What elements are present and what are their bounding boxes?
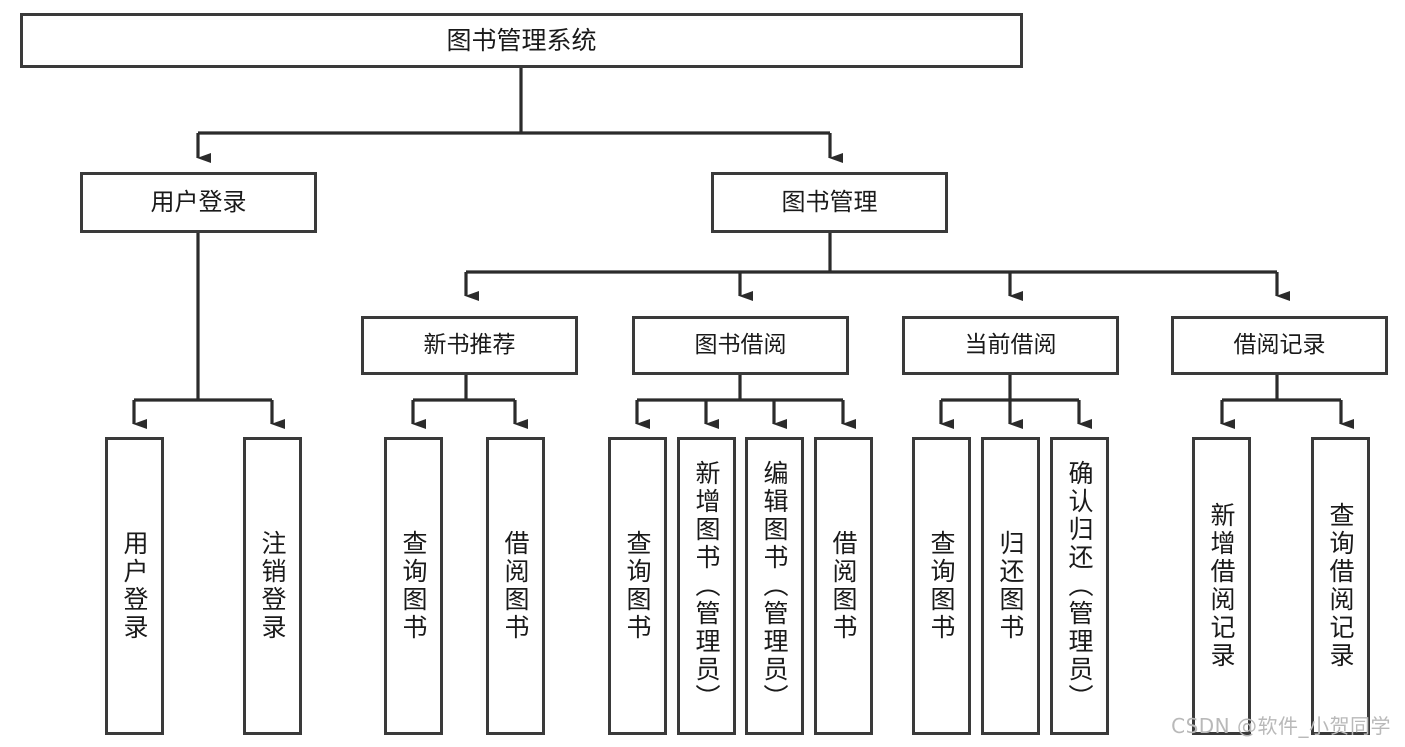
node-book-borrow[interactable]: 图书借阅 <box>632 316 849 375</box>
node-label: 查询图书 <box>399 530 428 642</box>
node-label: 借阅图书 <box>501 530 530 642</box>
node-root-system[interactable]: 图书管理系统 <box>20 13 1023 68</box>
node-current-borrow[interactable]: 当前借阅 <box>902 316 1119 375</box>
leaf-user-login[interactable]: 用户登录 <box>105 437 164 735</box>
node-label: 注销登录 <box>258 530 287 642</box>
node-label: 归还图书 <box>996 530 1025 642</box>
leaf-borrow-book[interactable]: 借阅图书 <box>814 437 873 735</box>
leaf-edit-book-admin[interactable]: 编辑图书（管理员） <box>745 437 804 735</box>
node-label: 编辑图书（管理员） <box>760 460 789 712</box>
node-label: 借阅记录 <box>1233 331 1326 358</box>
leaf-add-borrow-record[interactable]: 新增借阅记录 <box>1192 437 1251 735</box>
node-label: 借阅图书 <box>829 530 858 642</box>
node-user-login[interactable]: 用户登录 <box>80 172 317 233</box>
node-label: 当前借阅 <box>964 331 1057 358</box>
node-label: 用户登录 <box>150 188 247 217</box>
leaf-confirm-return-admin[interactable]: 确认归还（管理员） <box>1050 437 1109 735</box>
node-new-book-recommend[interactable]: 新书推荐 <box>361 316 578 375</box>
node-label: 查询图书 <box>927 530 956 642</box>
leaf-query-borrow-record[interactable]: 查询借阅记录 <box>1311 437 1370 735</box>
node-label: 查询借阅记录 <box>1326 502 1355 670</box>
leaf-query-book-current[interactable]: 查询图书 <box>912 437 971 735</box>
leaf-query-book-recommend[interactable]: 查询图书 <box>384 437 443 735</box>
node-label: 图书借阅 <box>694 331 787 358</box>
leaf-return-book[interactable]: 归还图书 <box>981 437 1040 735</box>
leaf-logout-login[interactable]: 注销登录 <box>243 437 302 735</box>
watermark-text: CSDN @软件_小贺同学 <box>1171 714 1391 738</box>
node-label: 新增图书（管理员） <box>692 460 721 712</box>
leaf-borrow-book-recommend[interactable]: 借阅图书 <box>486 437 545 735</box>
node-borrow-record[interactable]: 借阅记录 <box>1171 316 1388 375</box>
node-label: 用户登录 <box>120 530 149 642</box>
node-label: 查询图书 <box>623 530 652 642</box>
node-book-management[interactable]: 图书管理 <box>711 172 948 233</box>
node-label: 图书管理 <box>781 188 878 217</box>
node-label: 新书推荐 <box>423 331 516 358</box>
node-label: 新增借阅记录 <box>1207 502 1236 670</box>
node-label: 图书管理系统 <box>446 25 597 55</box>
leaf-query-book-borrow[interactable]: 查询图书 <box>608 437 667 735</box>
leaf-add-book-admin[interactable]: 新增图书（管理员） <box>677 437 736 735</box>
node-label: 确认归还（管理员） <box>1065 460 1094 712</box>
